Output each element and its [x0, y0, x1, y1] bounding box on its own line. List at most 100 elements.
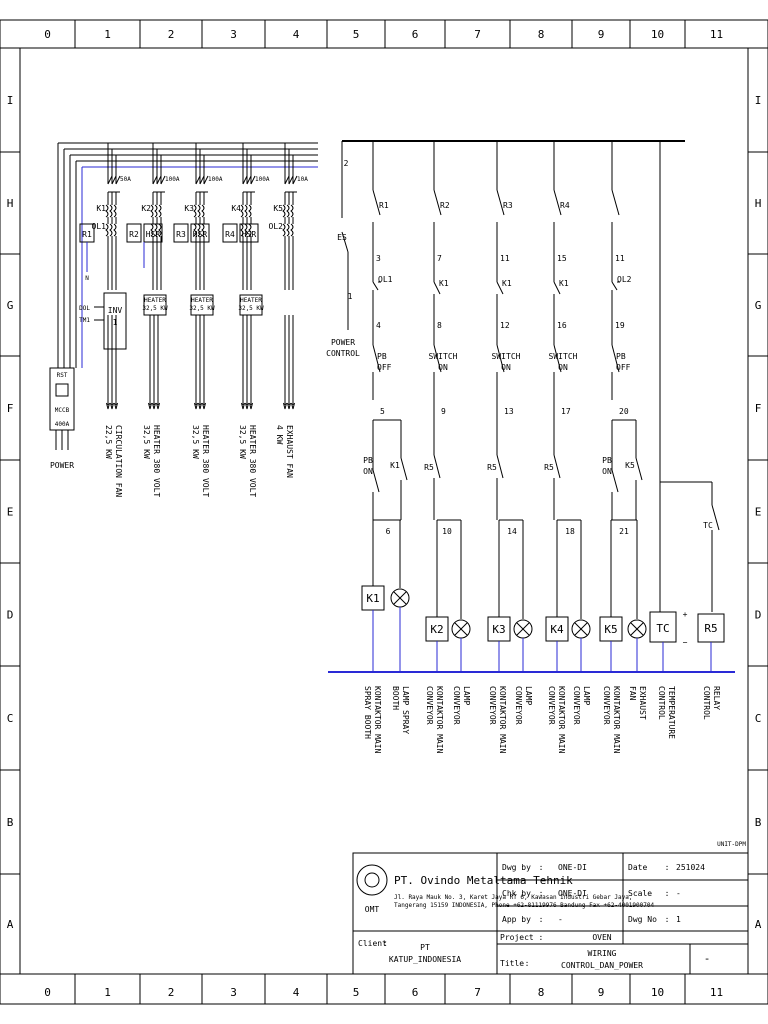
column-label: 10: [651, 986, 664, 999]
node-number: 3: [376, 254, 381, 263]
relay-contact: [611, 189, 620, 216]
load-description: CONVEYOR: [602, 686, 611, 725]
pb-off-label: OFF: [616, 363, 631, 372]
node-number: 13: [504, 407, 514, 416]
node-number: 14: [507, 527, 517, 536]
overload-symbol: [150, 223, 154, 237]
node-number: 1: [348, 292, 353, 301]
field-label: Dwg by: [502, 863, 531, 872]
k1-label: K1: [502, 279, 512, 288]
column-label: 4: [293, 28, 300, 41]
r5-contact-label: R5: [544, 463, 554, 472]
client-label: Client: [358, 939, 387, 948]
client-value: PT: [420, 943, 430, 952]
breaker-rating: 50A: [120, 176, 131, 183]
node-number: 12: [500, 321, 510, 330]
load-rating: 32,5 KW: [191, 425, 200, 459]
load-description: KONTAKTOR MAIN: [498, 686, 507, 754]
contactor-coil-symbol: [248, 204, 252, 218]
minus-terminal: −: [683, 638, 688, 647]
load-description: LAMP: [524, 686, 533, 705]
breaker-contact: [242, 175, 248, 185]
load-description: BOOTH: [391, 686, 400, 710]
dol-label: TM1: [79, 317, 90, 324]
load-description: CONTROL: [702, 686, 711, 720]
contactor-coil-symbol: [286, 204, 290, 218]
switch-label: SWITCH: [549, 352, 578, 361]
logo-text: OMT: [365, 905, 380, 914]
node-number: 5: [380, 407, 385, 416]
project-value: OVEN: [592, 933, 611, 942]
switch-contact: [433, 344, 442, 373]
aux-contact: [400, 457, 408, 481]
overload-symbol: [201, 223, 205, 237]
node-number: 9: [441, 407, 446, 416]
row-label: F: [7, 402, 14, 415]
breaker-contact: [111, 175, 117, 185]
wire-end-arrow: [152, 402, 156, 410]
field-label: Chk by: [502, 889, 531, 898]
node-number: 11: [500, 254, 510, 263]
outer-border: [0, 19, 768, 1005]
pb-on-label: ON: [363, 467, 373, 476]
contactor-label: K1: [96, 204, 106, 213]
load-description: CONVEYOR: [488, 686, 497, 725]
hsr-box: [143, 223, 163, 243]
column-label: 9: [598, 986, 605, 999]
node-number: 17: [561, 407, 571, 416]
tc-label: TC: [656, 622, 669, 635]
field-value: -: [676, 889, 681, 898]
row-label: C: [7, 712, 14, 725]
breaker-contact: [288, 175, 294, 185]
wire-end-arrow: [106, 402, 110, 410]
node-number: 2: [344, 159, 349, 168]
column-label: 3: [230, 986, 237, 999]
relay-box: [126, 223, 142, 243]
load-rating: 32,5 KW: [238, 425, 247, 459]
row-label: D: [7, 609, 14, 622]
r5-contact: [496, 454, 504, 479]
switch-contact: [553, 344, 562, 373]
overload-symbol: [244, 223, 248, 237]
breaker-contact: [292, 175, 298, 185]
relay-contact: [496, 189, 505, 216]
ol-contact: [611, 281, 618, 291]
field-colon: :: [539, 889, 544, 898]
contactor-label: K2: [141, 204, 151, 213]
node-number: 15: [557, 254, 567, 263]
breaker-contact: [250, 175, 256, 185]
column-label: 9: [598, 28, 605, 41]
contactor-label: K3: [184, 204, 194, 213]
overload-symbol: [290, 223, 294, 237]
contactor-label: K5: [273, 204, 283, 213]
contactor-coil-symbol: [282, 204, 286, 218]
relay-box: [222, 223, 238, 243]
wire-end-arrow: [287, 402, 291, 410]
wire-end-arrow: [245, 402, 249, 410]
field-colon: :: [665, 915, 670, 924]
relay-contact-label: R3: [503, 201, 513, 210]
contactor-coil-symbol: [154, 204, 158, 218]
wire-end-arrow: [241, 402, 245, 410]
overload-label: OL2: [269, 222, 284, 231]
title-value: WIRING: [588, 949, 617, 958]
power-control-label: POWER: [331, 338, 355, 347]
company-name: PT. Ovindo Metaltama Tehnik: [394, 874, 573, 887]
heater-box-label: 32,5 KW: [189, 305, 215, 312]
relay-contact: [553, 189, 562, 216]
load-description: EXHAUST: [638, 686, 647, 720]
row-label: H: [7, 197, 14, 210]
load-description: RELAY: [712, 686, 721, 710]
aux-contact-label: K5: [625, 461, 635, 470]
coil-label: K1: [366, 592, 379, 605]
mccb-handle: [55, 383, 69, 397]
load-description: TEMPERATURE: [667, 686, 676, 739]
row-label: B: [755, 816, 762, 829]
load-description: SPRAY BOOTH: [363, 686, 372, 739]
pb-on-label: PB: [363, 456, 373, 465]
overload-symbol: [154, 223, 158, 237]
control-circuit: ES21POWERCONTROL345R1789R2111213R3151617…: [326, 140, 735, 754]
field-colon: :: [665, 863, 670, 872]
logo-gear-outer: [356, 864, 388, 896]
